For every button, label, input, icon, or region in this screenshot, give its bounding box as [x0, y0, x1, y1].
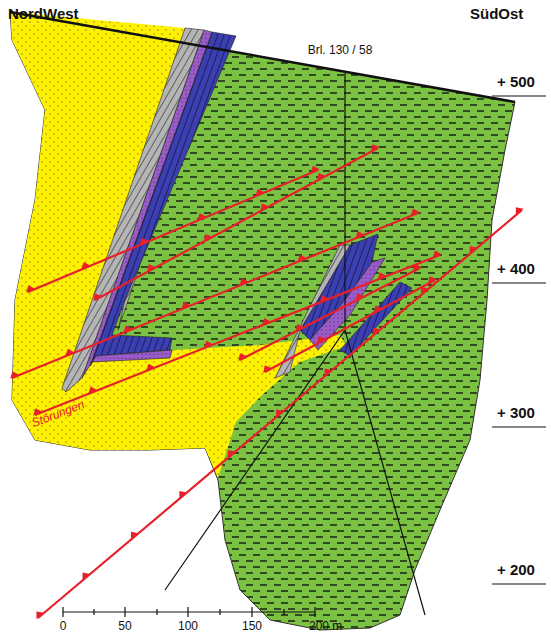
- fault-marker: [262, 318, 271, 325]
- level-line: [492, 583, 546, 584]
- fault-marker: [147, 264, 156, 272]
- fault-line: [265, 280, 435, 372]
- level-line: [492, 95, 546, 96]
- fault-marker: [320, 295, 329, 302]
- fault-line: [38, 210, 522, 618]
- level-label: + 300: [497, 405, 535, 422]
- borehole: [345, 330, 425, 615]
- fault-marker: [228, 450, 236, 458]
- fault-marker: [317, 336, 326, 344]
- level-line: [492, 426, 546, 427]
- fault-marker: [325, 369, 333, 377]
- level-label: + 400: [497, 261, 535, 278]
- fault-marker: [413, 264, 422, 272]
- fault-marker: [263, 365, 272, 373]
- fault-marker: [83, 573, 91, 581]
- fault-marker: [296, 324, 305, 332]
- grey-band: [62, 28, 204, 392]
- fault-marker: [374, 305, 383, 313]
- borehole: [165, 73, 345, 590]
- fault-marker: [411, 209, 420, 216]
- fault-line: [28, 170, 318, 292]
- fault-marker: [377, 272, 386, 279]
- coal-seam: [340, 282, 412, 356]
- fault-line: [35, 255, 440, 415]
- direction-label: NordWest: [8, 6, 79, 23]
- fault-marker: [139, 238, 148, 245]
- fault-marker: [297, 255, 306, 262]
- sandstone-body: [10, 12, 346, 478]
- scale-number: 0: [60, 620, 67, 633]
- fault-marker: [255, 189, 264, 196]
- fault-line: [240, 268, 420, 360]
- fault-marker: [123, 325, 132, 332]
- fault-marker: [146, 364, 155, 371]
- fault-marker: [239, 278, 248, 285]
- fault-marker: [317, 173, 326, 181]
- fault-line: [95, 148, 378, 300]
- level-label: + 500: [497, 74, 535, 91]
- fault-marker: [197, 213, 206, 220]
- fault-marker: [470, 246, 478, 254]
- shale-body: [10, 12, 515, 630]
- fault-marker: [516, 207, 524, 215]
- fault-marker: [371, 144, 380, 152]
- fault-marker: [131, 532, 139, 540]
- scale-number: 200 m: [309, 620, 342, 633]
- borehole-label: Brl. 130 / 58: [308, 44, 373, 57]
- fault-marker: [433, 251, 442, 258]
- grey-band: [118, 265, 140, 330]
- fault-marker: [204, 341, 213, 348]
- fault-marker: [373, 328, 381, 336]
- scale-bar: [63, 607, 315, 617]
- fault-marker: [10, 371, 19, 378]
- fault-line: [12, 213, 418, 378]
- level-label: + 200: [497, 562, 535, 579]
- fault-marker: [26, 285, 35, 292]
- direction-label: SüdOst: [470, 6, 523, 23]
- fault-marker: [260, 204, 269, 212]
- fault-group: [10, 144, 523, 619]
- level-line: [492, 282, 546, 283]
- fault-marker: [81, 262, 90, 269]
- fault-marker: [36, 611, 44, 619]
- scale-number: 150: [242, 620, 262, 633]
- fault-marker: [181, 302, 190, 309]
- fault-marker: [355, 231, 364, 238]
- fault-marker: [65, 349, 74, 356]
- fault-marker: [93, 293, 102, 301]
- ground-surface: [10, 12, 515, 102]
- fault-marker: [204, 234, 213, 242]
- clay-band: [82, 30, 212, 378]
- fault-marker: [88, 387, 97, 394]
- scale-number: 100: [178, 620, 198, 633]
- fault-marker: [179, 491, 187, 499]
- fault-marker: [238, 353, 247, 361]
- fault-marker: [276, 409, 284, 417]
- fault-marker: [356, 293, 365, 301]
- fault-marker: [421, 287, 429, 295]
- scale-number: 50: [118, 620, 131, 633]
- fault-marker: [311, 166, 320, 173]
